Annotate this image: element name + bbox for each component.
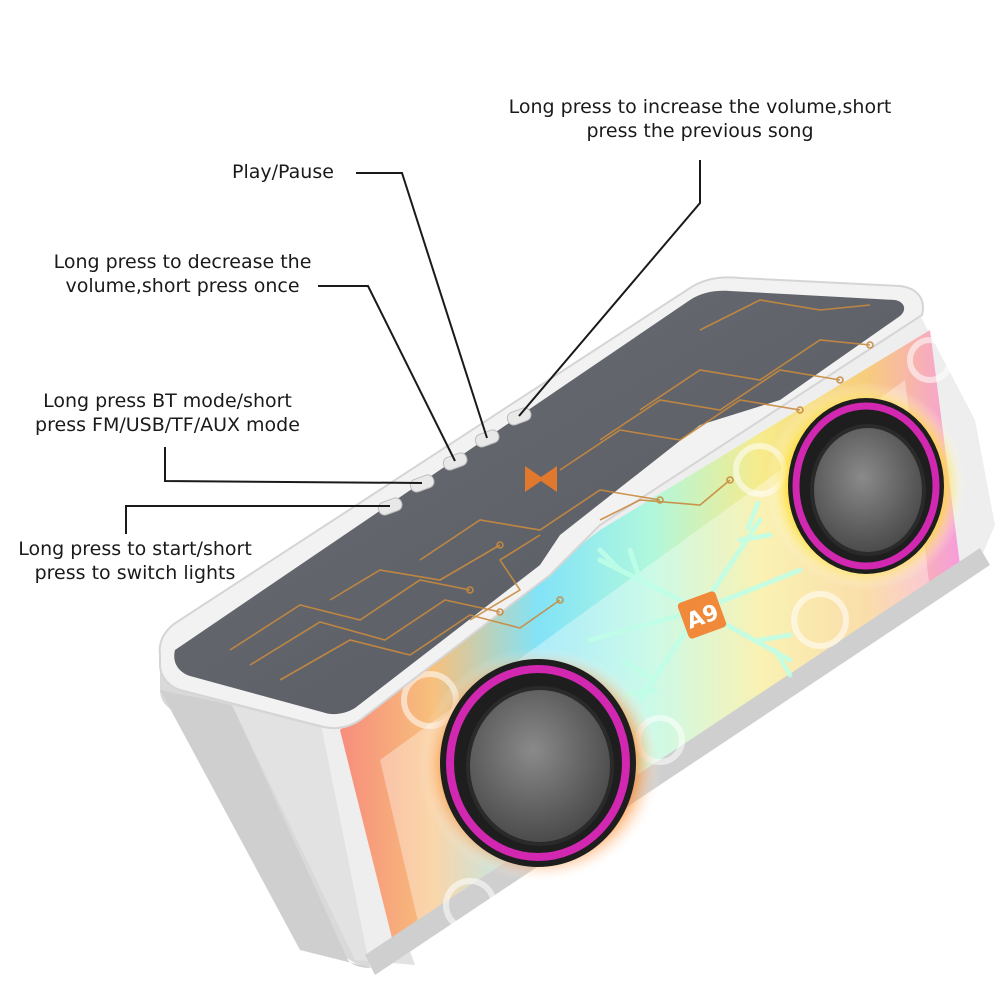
callout-volume-down: Long press to decrease the volume,short … — [53, 251, 312, 297]
model-badge: A9 — [677, 591, 727, 639]
leader-line-mode — [164, 447, 423, 484]
volume-up-button[interactable] — [506, 406, 533, 426]
leader-lines — [125, 160, 701, 534]
power-lights-button[interactable] — [377, 496, 404, 516]
top-buttons — [377, 406, 533, 516]
callout-play-pause: Play/Pause — [232, 161, 334, 183]
leader-line-volume-down — [318, 285, 456, 462]
callout-power-lights: Long press to start/short press to switc… — [18, 538, 252, 584]
left-driver — [418, 647, 662, 883]
leader-line-volume-up — [518, 160, 701, 417]
callout-mode: Long press BT mode/short press FM/USB/TF… — [35, 390, 300, 436]
brand-logo — [525, 466, 557, 492]
leader-line-power — [125, 505, 390, 534]
top-control-panel — [174, 290, 905, 715]
right-driver — [766, 382, 966, 590]
callout-volume-up: Long press to increase the volume,short … — [508, 96, 892, 142]
mode-button[interactable] — [409, 473, 436, 493]
leader-line-play-pause — [356, 172, 488, 439]
circuit-traces — [229, 299, 874, 681]
